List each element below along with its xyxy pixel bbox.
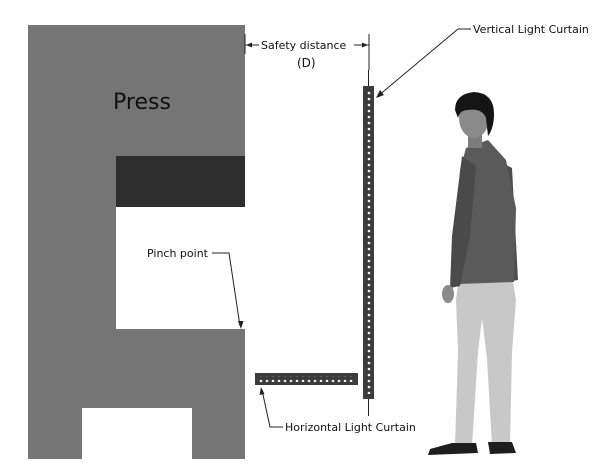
person-arm-front (450, 156, 476, 288)
safety-distance-label: Safety distance (261, 39, 347, 52)
person-figure-icon (428, 92, 518, 455)
vertical-light-curtain (363, 70, 374, 416)
pinch-point-label: Pinch point (147, 247, 209, 260)
press-label: Press (113, 90, 171, 115)
vertical-curtain-dots (365, 90, 372, 394)
vertical-curtain-leader-arrow (376, 90, 384, 98)
safety-distance-symbol: (D) (297, 56, 316, 70)
horizontal-curtain-leader (259, 387, 283, 428)
person-hand (442, 285, 454, 303)
dimension-arrow-left (246, 42, 252, 48)
vertical-curtain-leader-line (377, 28, 471, 97)
horizontal-curtain-leader-line (261, 389, 283, 428)
safety-distance-dimension (244, 34, 370, 70)
person-shoe-left (428, 443, 478, 455)
press-ram (116, 156, 245, 207)
person-pants (455, 276, 516, 446)
vertical-curtain-leader (376, 28, 471, 98)
horizontal-curtain-dots (259, 376, 354, 382)
person-hair (455, 92, 494, 136)
dimension-arrow-right (362, 42, 368, 48)
vertical-light-curtain-label: Vertical Light Curtain (473, 23, 589, 36)
pinch-point-leader-arrow (238, 321, 244, 329)
person-shoe-right (488, 442, 516, 454)
pinch-point-leader (212, 252, 244, 329)
horizontal-light-curtain (255, 373, 358, 385)
press-body (28, 25, 245, 459)
pinch-point-leader-line (212, 252, 241, 327)
press-machine (28, 25, 245, 459)
horizontal-light-curtain-label: Horizontal Light Curtain (285, 421, 416, 434)
horizontal-curtain-leader-arrow (259, 387, 265, 395)
